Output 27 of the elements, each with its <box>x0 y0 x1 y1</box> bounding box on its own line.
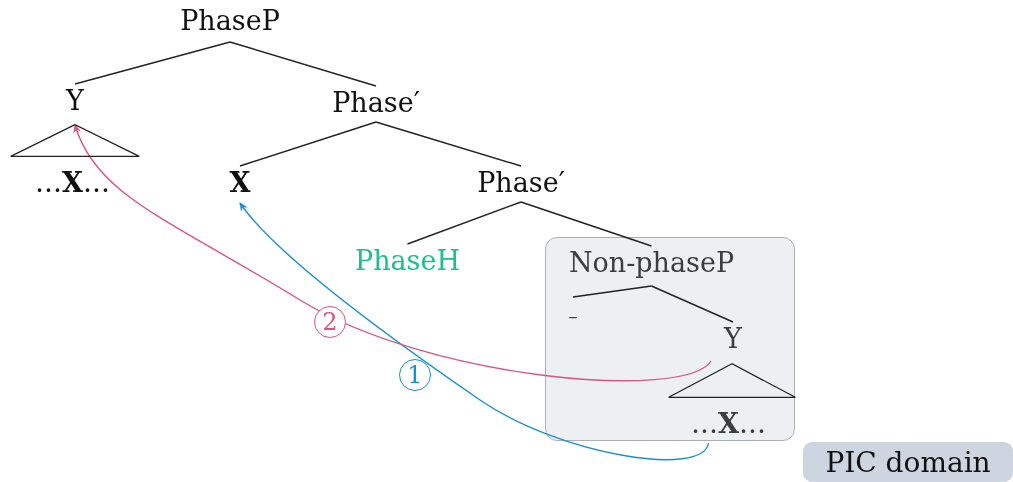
tree-label: Phase′ <box>332 86 420 120</box>
edge-label: 1 <box>399 359 431 391</box>
tree-branch <box>375 121 522 167</box>
triangle-symbol <box>10 124 140 157</box>
triangle-symbol <box>668 363 796 398</box>
tree-label: PhaseP <box>180 4 280 38</box>
tree-label: …X… <box>691 407 766 441</box>
tree-label: …X… <box>35 166 110 200</box>
tree-label: Non-phaseP <box>568 246 735 280</box>
domain-box <box>545 237 795 441</box>
tree-branch <box>406 201 522 245</box>
tree-branch <box>229 41 377 87</box>
tree-label: Phase′ <box>477 166 565 200</box>
tree-label: Y <box>66 84 84 118</box>
tree-branch <box>74 41 231 85</box>
tree-branch <box>572 285 653 298</box>
tree-branch <box>650 285 734 323</box>
movement-arrow <box>74 124 712 382</box>
tree-branch <box>239 121 377 167</box>
gap-mark: – <box>568 308 578 326</box>
tree-branch <box>520 201 653 247</box>
domain-label: PIC domain <box>803 442 1013 482</box>
edge-label: 2 <box>314 306 346 338</box>
tree-label: X <box>229 166 251 200</box>
tree-label: Y <box>724 322 742 356</box>
tree-label: PhaseH <box>354 244 460 278</box>
movement-arrow <box>239 202 710 461</box>
